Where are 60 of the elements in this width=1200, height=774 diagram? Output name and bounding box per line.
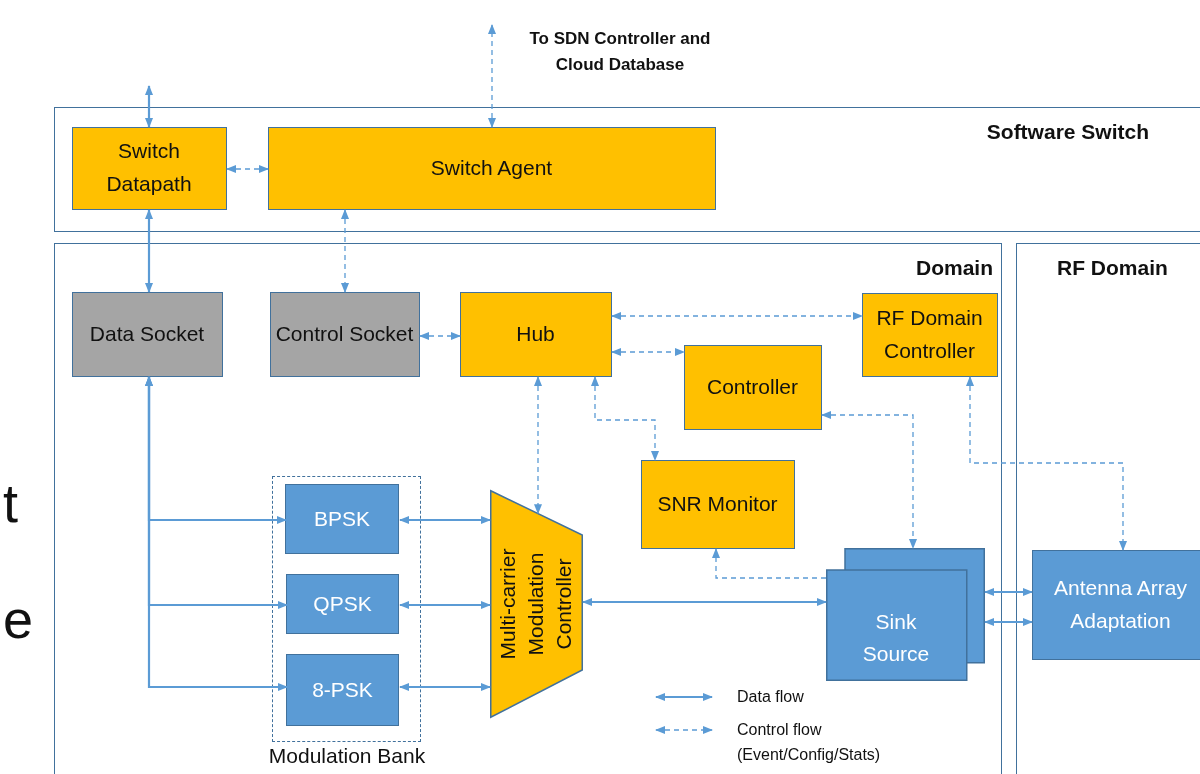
node-label: Antenna Array Adaptation: [1052, 574, 1189, 634]
node-label: SNR Monitor: [656, 490, 779, 517]
arrow: [488, 24, 496, 128]
node-label: Hub: [515, 320, 556, 347]
panel-title: Software Switch: [986, 120, 1149, 144]
process-box: [861, 292, 998, 377]
node-label: Control Socket: [274, 320, 415, 347]
arrow: [399, 601, 491, 609]
node-label: Switch Agent: [429, 154, 554, 181]
arrow: [145, 209, 153, 293]
node-label: Controller: [705, 373, 799, 400]
node-label: Sink Source: [861, 608, 931, 668]
trapezoid-block: [489, 489, 583, 718]
panel-title: Domain: [916, 256, 993, 280]
arrow: [582, 598, 827, 606]
process-box: [286, 574, 399, 634]
domain-panel: [54, 243, 1002, 774]
arrow: [611, 348, 685, 356]
arrow: [399, 516, 491, 524]
process-box: [683, 344, 822, 430]
arrow: [821, 411, 917, 549]
note-text: To SDN Controller and Cloud Database: [528, 28, 712, 76]
socket-box: [269, 291, 420, 377]
node-label: 8-PSK: [311, 676, 374, 703]
arrow: [984, 618, 1033, 626]
node-label: BPSK: [313, 505, 371, 532]
process-box: [640, 459, 795, 549]
text-fragment: t: [3, 476, 18, 530]
arrow: [145, 376, 288, 691]
legend-label: Control flow (Event/Config/Stats): [737, 720, 882, 765]
arrow: [145, 85, 153, 128]
process-box: [71, 126, 227, 210]
text-fragment: e: [3, 592, 34, 646]
node-label: QPSK: [312, 590, 373, 617]
arrow: [966, 376, 1127, 551]
process-box: [459, 291, 612, 377]
arrow: [226, 165, 269, 173]
node-label: Multi-carrier Modulation Controller: [495, 547, 576, 661]
arrow: [984, 588, 1033, 596]
socket-box: [71, 291, 223, 377]
group-caption: Modulation Bank: [267, 743, 427, 768]
arrow: [341, 209, 349, 293]
process-box: [1031, 549, 1200, 660]
process-box: [267, 126, 716, 210]
legend-label: Data flow: [737, 687, 805, 707]
domain-panel: [1016, 243, 1200, 774]
arrow: [534, 376, 542, 515]
node-label: Switch Datapath: [105, 138, 193, 197]
stacked-box: [825, 547, 985, 681]
arrow: [591, 376, 659, 461]
node-label: Data Socket: [88, 320, 206, 347]
process-box: [285, 484, 399, 554]
panel-title: RF Domain: [1057, 256, 1168, 280]
domain-panel: [54, 107, 1200, 232]
arrow: [712, 548, 827, 579]
process-box: [286, 654, 399, 726]
arrow: [399, 683, 491, 691]
arrow: [419, 332, 461, 340]
arrow: [611, 312, 863, 320]
node-label: RF Domain Controller: [875, 304, 984, 364]
